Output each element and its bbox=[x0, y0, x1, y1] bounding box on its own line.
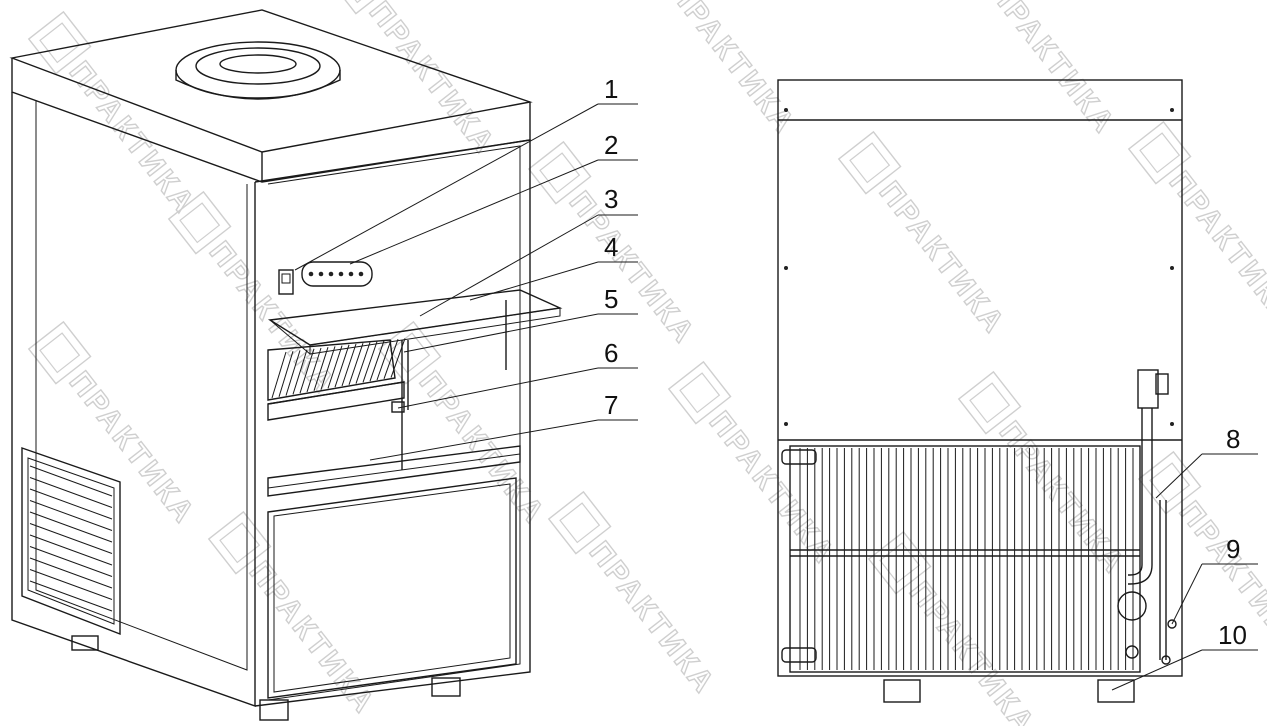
watermark-text: ПРАКТИКА bbox=[873, 176, 1012, 341]
callout-1: 1 bbox=[604, 74, 618, 104]
watermark-text: ПРАКТИКА bbox=[413, 366, 552, 531]
water-inlet-hose bbox=[1128, 369, 1169, 585]
callout-7: 7 bbox=[604, 390, 618, 420]
watermark-stamp: ПРАКТИКА bbox=[662, 0, 802, 141]
fitting bbox=[1117, 591, 1147, 621]
power-switch[interactable] bbox=[278, 269, 294, 295]
front-callouts: 1 2 3 4 5 6 7 bbox=[294, 74, 638, 461]
watermark-stamp: ПРАКТИКА bbox=[1137, 450, 1267, 661]
lower-door[interactable] bbox=[267, 477, 517, 699]
watermark-stamp: ПРАКТИКА bbox=[547, 490, 722, 701]
foot bbox=[1097, 679, 1135, 703]
watermark-stamp: ПРАКТИКА bbox=[867, 530, 1042, 726]
foot bbox=[883, 679, 921, 703]
rear-screws bbox=[784, 108, 1174, 426]
callout-10: 10 bbox=[1218, 620, 1247, 650]
callout-2: 2 bbox=[604, 130, 618, 160]
rear-view bbox=[777, 79, 1183, 703]
callout-8: 8 bbox=[1226, 424, 1240, 454]
watermark-stamp: ПРАКТИКА bbox=[27, 10, 202, 221]
watermark-text: ПРАКТИКА bbox=[363, 0, 502, 161]
foot bbox=[71, 635, 99, 651]
watermark-text: ПРАКТИКА bbox=[703, 406, 842, 571]
front-panel bbox=[254, 139, 531, 707]
watermark-stamp: ПРАКТИКА bbox=[207, 510, 382, 721]
side-vent-grille bbox=[21, 447, 121, 636]
ice-tray bbox=[267, 445, 521, 497]
foot bbox=[431, 677, 461, 697]
watermark-stamp: ПРАКТИКА bbox=[982, 0, 1122, 141]
watermark-stamp: ПРАКТИКА bbox=[27, 320, 202, 531]
watermark-text: ПРАКТИКА bbox=[243, 556, 382, 721]
watermark-text: ПРАКТИКА bbox=[563, 186, 702, 351]
watermark-text: ПРАКТИКА bbox=[203, 236, 342, 401]
watermark-text: ПРАКТИКА bbox=[583, 536, 722, 701]
indicator-lights bbox=[308, 271, 364, 277]
watermark-text: ПРАКТИКА bbox=[63, 366, 202, 531]
side-panel bbox=[11, 92, 256, 707]
callout-6: 6 bbox=[604, 338, 618, 368]
top-funnel bbox=[175, 41, 341, 100]
watermark-stamp: ПРАКТИКА bbox=[837, 130, 1012, 341]
evaporator-grid bbox=[267, 338, 406, 401]
rear-callouts: 8 9 10 bbox=[1111, 424, 1258, 691]
callout-3: 3 bbox=[604, 184, 618, 214]
watermark-stamp: ПРАКТИКА bbox=[1127, 120, 1267, 331]
watermark-text: ПРАКТИКА bbox=[903, 576, 1042, 726]
watermark-text: ПРАКТИКА bbox=[1163, 166, 1267, 331]
callout-4: 4 bbox=[604, 232, 618, 262]
foot bbox=[259, 699, 289, 721]
indicator-panel bbox=[301, 261, 373, 287]
callout-5: 5 bbox=[604, 284, 618, 314]
rear-panel bbox=[777, 79, 1183, 677]
watermark-stamp: ПРАКТИКА bbox=[327, 0, 502, 161]
watermark-stamp: ПРАКТИКА bbox=[667, 360, 842, 571]
callout-9: 9 bbox=[1226, 534, 1240, 564]
condenser bbox=[778, 439, 1182, 673]
